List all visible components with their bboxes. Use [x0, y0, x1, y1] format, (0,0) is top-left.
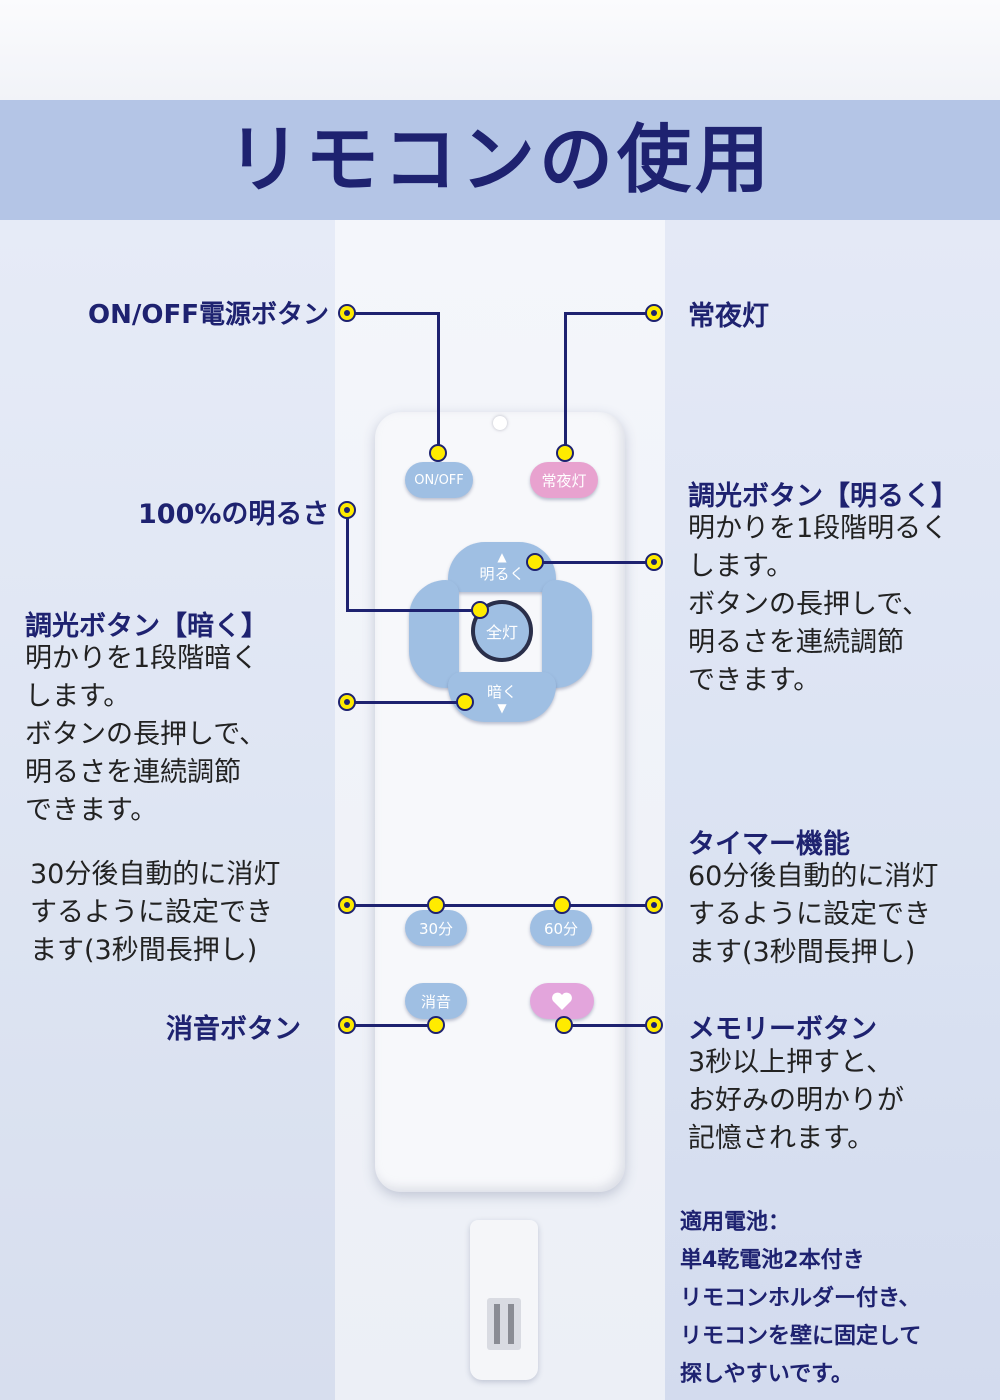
on-off-button[interactable]: ON/OFF	[405, 462, 473, 498]
brighter-description: 明かりを1段階明るく します。 ボタンの長押しで、 明るさを連続調節 できます。	[688, 513, 949, 696]
connector-line	[347, 312, 439, 315]
mute-button[interactable]: 消音	[405, 983, 467, 1019]
memory-label: メモリーボタン	[688, 1014, 877, 1045]
connector-line	[536, 561, 655, 564]
night-light-button[interactable]: 常夜灯	[530, 462, 598, 498]
night-light-label: 常夜灯	[688, 301, 769, 332]
darker-description: 明かりを1段階暗く します。 ボタンの長押しで、 明るさを連続調節 できます。	[25, 643, 267, 826]
remote-control	[375, 412, 625, 1192]
timer-30-description: 30分後自動的に消灯 するように設定でき ます(3秒間長押し)	[30, 859, 281, 966]
callout-dot	[427, 896, 445, 914]
callout-dot	[427, 1016, 445, 1034]
battery-compartment	[487, 1298, 521, 1350]
connector-line	[564, 312, 567, 454]
left-button[interactable]	[409, 580, 459, 688]
darker-label: 暗く	[486, 682, 517, 701]
callout-dot	[526, 553, 544, 571]
callout-dot	[645, 304, 663, 322]
page-title: リモコンの使用	[227, 117, 773, 203]
callout-dot	[553, 896, 571, 914]
down-arrow-icon: ▼	[497, 700, 507, 715]
left-panel-background	[0, 220, 335, 1400]
battery-contact	[494, 1304, 500, 1344]
full-light-button[interactable]: 全灯	[471, 600, 533, 662]
up-arrow-icon: ▲	[497, 549, 507, 564]
heart-icon	[552, 992, 572, 1010]
connector-line	[346, 609, 480, 612]
memory-button[interactable]	[530, 983, 594, 1019]
callout-dot	[456, 693, 474, 711]
battery-note: 適用電池： 単4乾電池2本付き リモコンホルダー付き、 リモコンを壁に固定して …	[680, 1210, 922, 1387]
connector-line	[347, 904, 655, 907]
connector-line	[347, 701, 465, 704]
on-off-label: ON/OFF電源ボタン	[88, 300, 329, 330]
callout-dot	[471, 601, 489, 619]
connector-line	[563, 1024, 655, 1027]
timer-60-description: 60分後自動的に消灯 するように設定でき ます(3秒間長押し)	[688, 861, 939, 968]
timer-60-button[interactable]: 60分	[530, 910, 592, 946]
connector-line	[347, 1024, 437, 1027]
callout-dot	[338, 501, 356, 519]
full-brightness-label: 100%の明るさ	[138, 499, 330, 530]
mute-label: 消音ボタン	[166, 1014, 301, 1045]
darker-label-title: 調光ボタン【暗く】	[25, 611, 268, 642]
callout-dot	[645, 1016, 663, 1034]
right-button[interactable]	[542, 580, 592, 688]
callout-dot	[556, 444, 574, 462]
callout-dot	[555, 1016, 573, 1034]
callout-dot	[645, 896, 663, 914]
connector-line	[437, 312, 440, 454]
memory-description: 3秒以上押すと、 お好みの明かりが 記憶されます。	[688, 1047, 904, 1154]
timer-label: タイマー機能	[688, 829, 850, 860]
callout-dot	[429, 444, 447, 462]
right-panel-background	[665, 220, 1000, 1400]
title-band	[0, 100, 1000, 220]
ir-emitter	[493, 416, 507, 430]
top-background	[0, 0, 1000, 100]
callout-dot	[338, 896, 356, 914]
callout-dot	[338, 1016, 356, 1034]
brighter-label: 明るく	[479, 564, 525, 583]
connector-line	[565, 312, 655, 315]
connector-line	[346, 510, 349, 611]
brighter-label-title: 調光ボタン【明るく】	[688, 481, 958, 512]
callout-dot	[338, 693, 356, 711]
timer-30-button[interactable]: 30分	[405, 910, 467, 946]
callout-dot	[338, 304, 356, 322]
callout-dot	[645, 553, 663, 571]
battery-contact	[508, 1304, 514, 1344]
